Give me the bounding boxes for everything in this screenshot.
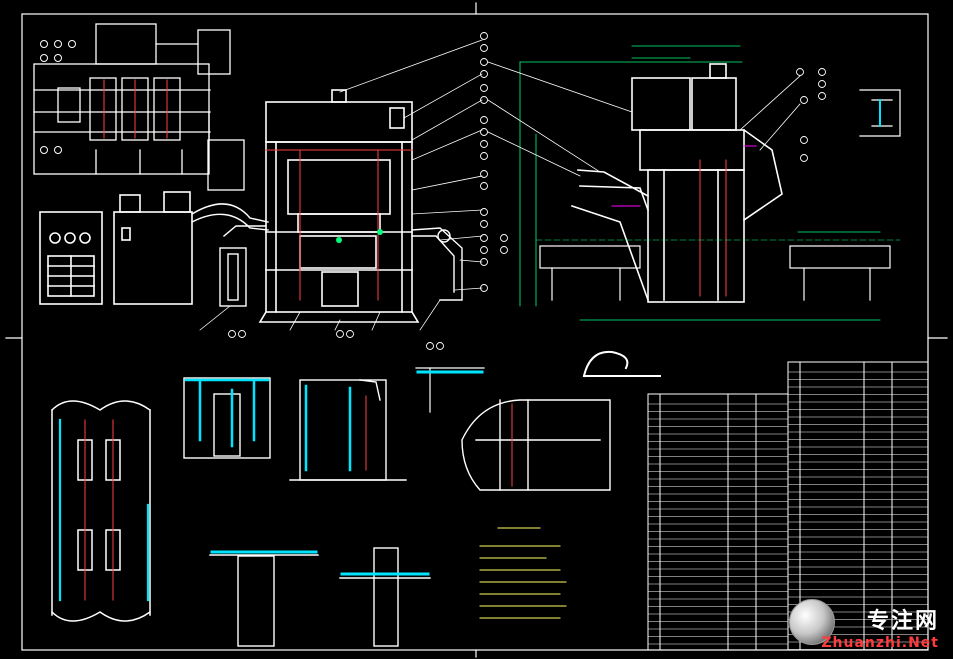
section-detail-f [339, 547, 431, 647]
side-view-magenta-marks [611, 145, 757, 207]
section-detail-b-hatch [184, 378, 270, 448]
parts-list-table [647, 361, 929, 651]
globe-icon [789, 599, 835, 645]
guide-rail-detail [50, 400, 152, 622]
schematic-valve-marks [103, 79, 168, 139]
guide-rail-red [84, 419, 114, 601]
section-detail-c-hatch [304, 384, 352, 472]
oil-cylinder [219, 247, 247, 307]
parts-list-rows [647, 371, 929, 650]
section-detail-c [289, 379, 407, 481]
watermark: 专注网 Zhuanzhi.Net [821, 603, 939, 651]
side-view-dimension-lines [519, 45, 881, 321]
section-detail-e [209, 554, 319, 647]
section-detail-d [415, 367, 485, 413]
hydraulic-pipe [191, 203, 269, 231]
bracket-detail [461, 399, 611, 491]
machine-green-marks [336, 229, 383, 243]
machine-frame-detail [265, 149, 413, 301]
hydraulic-schematic [33, 23, 245, 191]
schematic-balloons [40, 40, 76, 154]
balloons-center [228, 32, 508, 350]
watermark-en: Zhuanzhi.Net [821, 635, 939, 651]
leader-lines-center [199, 39, 483, 331]
watermark-cn: 专注网 [866, 609, 939, 634]
side-view-balloons [480, 68, 826, 162]
technical-notes [479, 527, 567, 619]
side-view-leaders [487, 61, 801, 177]
machine-side-view [570, 63, 783, 303]
control-cabinet [39, 211, 103, 305]
main-machine-front-view [258, 89, 420, 323]
side-feed-arms [223, 225, 463, 301]
hydraulic-tank [113, 191, 193, 305]
section-detail-b [183, 377, 271, 459]
sheet-border [5, 2, 948, 658]
guide-rail-hatch [58, 418, 150, 602]
hook-part [582, 350, 661, 378]
conveyor-rollers [539, 245, 891, 301]
section-detail-a [859, 89, 901, 137]
side-view-red-marks [699, 159, 727, 297]
